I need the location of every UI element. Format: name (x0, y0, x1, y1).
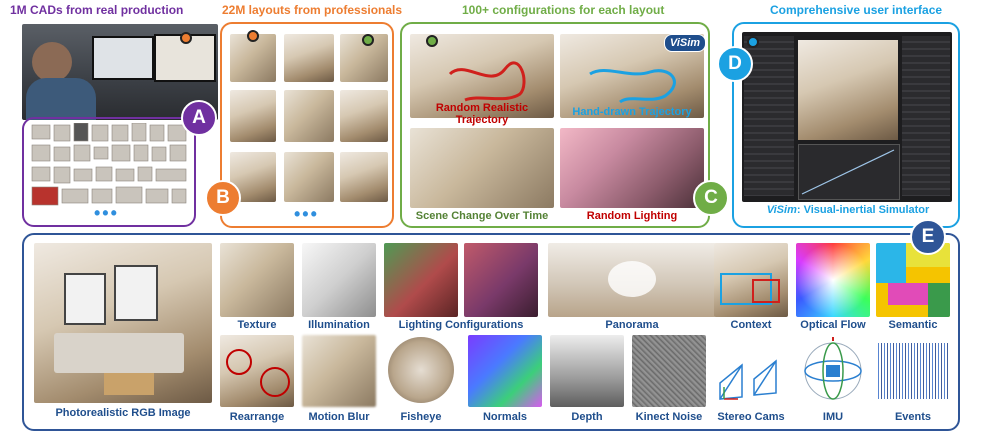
heading-ui: Comprehensive user interface (770, 3, 943, 17)
caption-rgb-image: Photorealistic RGB Image (55, 407, 191, 419)
caption-kinect-noise: Kinect Noise (635, 411, 703, 423)
label-hand-drawn-trajectory: Hand-drawn Trajectory (572, 106, 692, 118)
badge-a: A (181, 100, 217, 136)
layout-thumb-8 (284, 152, 334, 202)
imu-icon (804, 337, 862, 400)
config-random-trajectory (410, 34, 554, 118)
output-motion-blur (302, 335, 376, 407)
config-marker-green (426, 35, 438, 47)
caption-events: Events (894, 411, 932, 423)
caption-fisheye: Fisheye (400, 411, 442, 423)
visim-caption: ViSim: Visual-inertial Simulator (734, 204, 962, 216)
caption-panorama: Panorama (605, 319, 659, 331)
caption-lighting-configurations: Lighting Configurations (398, 319, 524, 331)
more-layouts-ellipsis: ••• (294, 204, 319, 224)
panel-b-layouts: ••• (220, 22, 394, 228)
caption-normals: Normals (482, 411, 528, 423)
config-random-lighting (560, 128, 704, 208)
panel-a-cad-models: ••• (22, 117, 196, 227)
visim-caption-name: ViSim (766, 204, 797, 216)
label-random-trajectory-2: Trajectory (455, 114, 509, 126)
output-rearrange (220, 335, 294, 407)
heading-layouts: 22M layouts from professionals (222, 3, 403, 17)
output-optical-flow (796, 243, 870, 317)
badge-d: D (717, 46, 753, 82)
label-random-trajectory-1: Random Realistic (435, 102, 529, 114)
badge-b: B (205, 180, 241, 216)
output-context (714, 243, 788, 317)
caption-texture: Texture (237, 319, 277, 331)
caption-semantic: Semantic (888, 319, 938, 331)
panel-e-outputs: Photorealistic RGB Image Texture Illumin… (22, 233, 960, 431)
caption-motion-blur: Motion Blur (308, 411, 370, 423)
more-cads-ellipsis: ••• (94, 203, 119, 223)
output-normals (468, 335, 542, 407)
cad-models-grid (31, 123, 187, 206)
layout-thumb-4 (230, 90, 276, 142)
caption-imu: IMU (822, 411, 844, 423)
layout-marker-green (362, 34, 374, 46)
output-panorama (548, 243, 716, 317)
caption-rearrange: Rearrange (229, 411, 285, 423)
output-depth (550, 335, 624, 407)
output-kinect-noise (632, 335, 706, 407)
visim-screenshot (742, 32, 952, 202)
caption-context: Context (730, 319, 772, 331)
label-random-lighting: Random Lighting (586, 210, 678, 222)
caption-optical-flow: Optical Flow (800, 319, 866, 331)
heading-cad: 1M CADs from real production (10, 3, 184, 17)
layout-thumb-9 (340, 152, 388, 202)
visim-tag: ViSim (664, 34, 706, 52)
output-lighting-2 (464, 243, 538, 317)
layout-marker-orange (247, 30, 259, 42)
visim-caption-rest: : Visual-inertial Simulator (796, 204, 930, 216)
badge-c: C (693, 180, 729, 216)
caption-depth: Depth (571, 411, 603, 423)
output-lighting-1 (384, 243, 458, 317)
heading-configurations: 100+ configurations for each layout (462, 3, 665, 17)
caption-stereo-cams: Stereo Cams (717, 411, 785, 423)
layout-thumb-2 (284, 34, 334, 82)
output-fisheye (388, 337, 454, 403)
photo-marker-icon (180, 32, 192, 44)
layout-thumb-6 (340, 90, 388, 142)
badge-e: E (910, 219, 946, 255)
label-scene-change: Scene Change Over Time (415, 210, 549, 222)
layout-thumb-5 (284, 90, 334, 142)
stereo-cams-icon (719, 359, 777, 400)
caption-illumination: Illumination (308, 319, 370, 331)
visim-marker-blue (747, 36, 759, 48)
panel-d-visim-ui: ViSim: Visual-inertial Simulator (732, 22, 960, 228)
output-illumination (302, 243, 376, 317)
output-texture (220, 243, 294, 317)
config-scene-change (410, 128, 554, 208)
layout-thumb-1 (230, 34, 276, 82)
output-rgb-image (34, 243, 212, 403)
output-semantic (876, 243, 950, 317)
output-events (876, 343, 950, 399)
panel-c-configurations: Random Realistic Trajectory ViSim Hand-d… (400, 22, 710, 228)
